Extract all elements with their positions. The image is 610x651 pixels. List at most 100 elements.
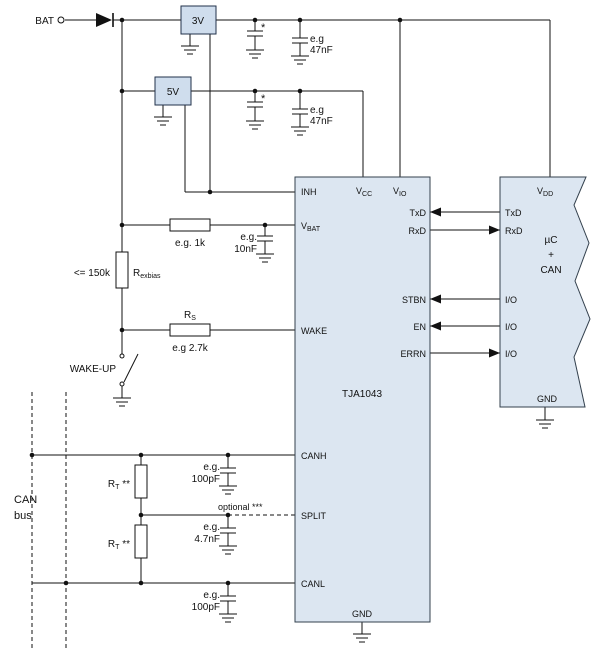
txd-arrow bbox=[430, 207, 441, 217]
junction-dot bbox=[138, 512, 144, 518]
rt1-label: RT ** bbox=[108, 479, 130, 491]
cap-10nf-eg: e.g. bbox=[240, 232, 257, 243]
cap-47nf-3v-value: 47nF bbox=[310, 45, 333, 56]
cap-4p7nf-value: 4.7nF bbox=[194, 534, 220, 545]
resistor-rt2 bbox=[134, 524, 148, 559]
ground-symbol bbox=[245, 120, 265, 130]
junction-dot bbox=[119, 222, 125, 228]
split-optional-label: optional *** bbox=[218, 502, 263, 512]
ground-symbol bbox=[180, 45, 200, 55]
pin-gnd-transceiver: GND bbox=[352, 609, 373, 619]
mcu-pin-gnd: GND bbox=[537, 394, 558, 404]
wake-up-label: WAKE-UP bbox=[70, 364, 117, 375]
junction-dot bbox=[252, 88, 258, 94]
rxd-arrow bbox=[489, 225, 500, 235]
diode bbox=[96, 13, 114, 27]
junction-dot bbox=[252, 17, 258, 23]
pin-vdd: VDD bbox=[537, 186, 553, 198]
capacitor-100pf-canl bbox=[219, 595, 237, 602]
regulator-5v-label: 5V bbox=[167, 87, 180, 98]
ground-symbol bbox=[535, 419, 555, 429]
mcu-pin-rxd: RxD bbox=[505, 226, 523, 236]
wire-network bbox=[32, 19, 551, 634]
cap-4p7nf-eg: e.g. bbox=[203, 522, 220, 533]
cap-47nf-3v-eg: e.g bbox=[310, 34, 324, 45]
battery-label: BAT bbox=[35, 16, 54, 27]
mcu-pin-io3: I/O bbox=[505, 349, 517, 359]
capacitor-100pf-canh bbox=[219, 467, 237, 474]
regulator-3v-label: 3V bbox=[192, 16, 205, 27]
resistor-rexbias bbox=[115, 251, 129, 289]
tja1043-block bbox=[294, 176, 431, 623]
pin-canl: CANL bbox=[301, 579, 325, 589]
mcu-pin-txd: TxD bbox=[505, 208, 522, 218]
pin-errn: ERRN bbox=[400, 349, 426, 359]
ground-symbol bbox=[352, 633, 372, 643]
mcu-pin-io2: I/O bbox=[505, 322, 517, 332]
cap-47nf-5v-eg: e.g bbox=[310, 105, 324, 116]
capacitor-47nf-5v bbox=[291, 108, 309, 115]
junction-dot bbox=[225, 580, 231, 586]
mcu-title-line1: µC bbox=[545, 235, 558, 246]
resistor-1k-label: e.g. 1k bbox=[175, 238, 206, 249]
transceiver-name: TJA1043 bbox=[342, 389, 382, 400]
junction-dot bbox=[63, 580, 69, 586]
resistor-rs bbox=[169, 323, 211, 337]
ground-symbol bbox=[218, 485, 238, 495]
cap-electrolytic-5v-star: * bbox=[261, 93, 266, 105]
mcu-block bbox=[499, 176, 591, 408]
junction-dot bbox=[207, 189, 213, 195]
pin-stbn: STBN bbox=[402, 295, 426, 305]
junction-dot bbox=[262, 222, 268, 228]
junction-dot bbox=[119, 88, 125, 94]
junction-dot bbox=[119, 17, 125, 23]
pin-en: EN bbox=[413, 322, 426, 332]
regulator-5v-box bbox=[154, 76, 192, 106]
mcu-title-line3: CAN bbox=[540, 265, 561, 276]
junction-dot bbox=[397, 17, 403, 23]
ground-symbol bbox=[255, 253, 275, 263]
rt2-label: RT ** bbox=[108, 539, 130, 551]
cap-100pf-canl-eg: e.g. bbox=[203, 590, 220, 601]
can-bus-label-line2: bus bbox=[14, 510, 32, 522]
junction-dot bbox=[297, 17, 303, 23]
battery-terminal bbox=[57, 16, 65, 24]
pin-vio: VIO bbox=[393, 186, 407, 198]
capacitor-10nf bbox=[256, 235, 274, 242]
pin-txd: TxD bbox=[410, 208, 427, 218]
pin-split: SPLIT bbox=[301, 511, 327, 521]
pin-vcc: VCC bbox=[356, 186, 372, 198]
ground-symbol bbox=[245, 49, 265, 59]
cap-electrolytic-3v-star: * bbox=[261, 22, 266, 34]
cap-47nf-5v-value: 47nF bbox=[310, 116, 333, 127]
ground-symbol bbox=[290, 55, 310, 65]
junction-dot bbox=[225, 452, 231, 458]
en-arrow bbox=[430, 321, 441, 331]
capacitor-47nf-3v bbox=[291, 37, 309, 44]
pin-inh: INH bbox=[301, 187, 317, 197]
junction-dot bbox=[297, 88, 303, 94]
cap-100pf-canl-value: 100pF bbox=[192, 602, 220, 613]
ground-symbol bbox=[112, 397, 132, 407]
pin-rxd: RxD bbox=[409, 226, 427, 236]
cap-100pf-canh-value: 100pF bbox=[192, 474, 220, 485]
junction-dot bbox=[29, 452, 35, 458]
pin-canh: CANH bbox=[301, 451, 327, 461]
capacitor-4p7nf-split bbox=[219, 527, 237, 534]
wake-up-switch bbox=[119, 353, 139, 387]
ground-symbol bbox=[218, 545, 238, 555]
rs-label: RS bbox=[184, 310, 196, 322]
resistor-rt1 bbox=[134, 464, 148, 499]
junction-dot bbox=[138, 452, 144, 458]
ground-symbol bbox=[290, 126, 310, 136]
pin-wake: WAKE bbox=[301, 326, 327, 336]
cap-100pf-canh-eg: e.g. bbox=[203, 462, 220, 473]
cap-10nf-value: 10nF bbox=[234, 244, 257, 255]
resistor-1k bbox=[169, 218, 211, 232]
rexbias-label: Rexbias bbox=[133, 268, 161, 280]
stbn-arrow bbox=[430, 294, 441, 304]
ground-symbol bbox=[153, 116, 173, 126]
can-bus-label-line1: CAN bbox=[14, 494, 37, 506]
ground-symbol bbox=[218, 613, 238, 623]
